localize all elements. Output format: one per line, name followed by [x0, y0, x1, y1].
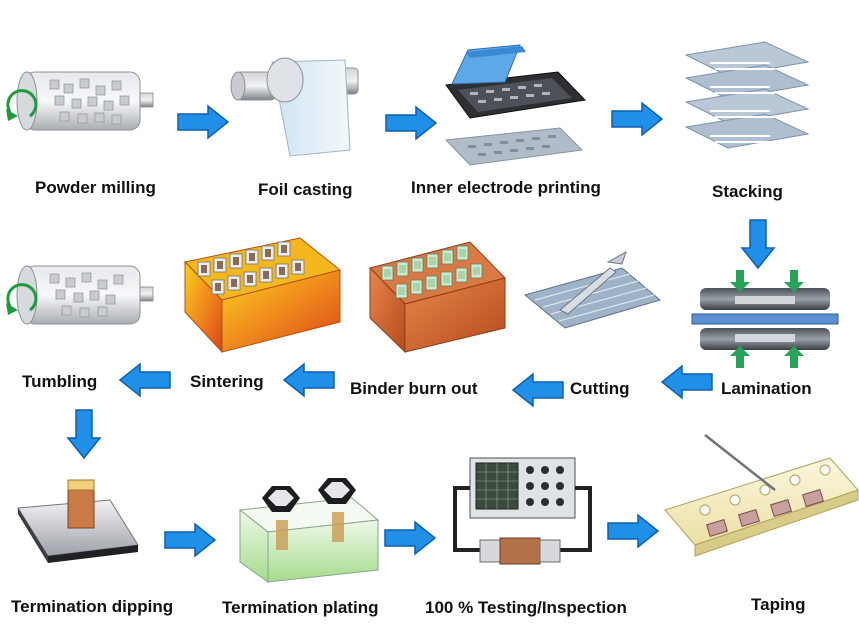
- label-termination-plating: Termination plating: [222, 598, 379, 617]
- stacked-sheets-icon: [684, 41, 810, 149]
- arrow-left-icon: [283, 363, 335, 397]
- label-taping: Taping: [751, 595, 806, 614]
- label-inner-electrode-printing: Inner electrode printing: [411, 178, 601, 197]
- arrow-right-icon: [384, 521, 436, 555]
- binder-burn-out-tray-icon: [369, 241, 506, 354]
- oscilloscope-tester-icon: [453, 457, 592, 565]
- arrow-down-icon: [741, 219, 775, 269]
- label-sintering: Sintering: [190, 372, 264, 391]
- arrow-left-icon: [119, 363, 171, 397]
- powder-milling-drum-icon: [6, 71, 154, 131]
- label-stacking: Stacking: [712, 182, 783, 201]
- label-tumbling: Tumbling: [22, 372, 98, 391]
- foil-casting-roller-icon: [230, 57, 359, 157]
- arrow-right-icon: [385, 106, 437, 140]
- cutting-blade-icon: [523, 250, 662, 329]
- plating-bath-icon: [238, 478, 380, 583]
- screen-printer-icon: [444, 44, 587, 166]
- termination-dipping-plate-icon: [17, 479, 139, 563]
- arrow-right-icon: [607, 514, 659, 548]
- carrier-tape-icon: [664, 434, 859, 557]
- arrow-down-icon: [67, 409, 101, 459]
- lamination-press-icon: [691, 270, 839, 368]
- arrow-right-icon: [177, 105, 229, 139]
- label-termination-dipping: Termination dipping: [11, 597, 174, 616]
- label-cutting: Cutting: [570, 379, 630, 398]
- label-binder-burn-out: Binder burn out: [350, 379, 478, 398]
- label-foil-casting: Foil casting: [258, 180, 353, 199]
- arrow-right-icon: [164, 523, 216, 557]
- tumbling-drum-icon: [6, 265, 154, 325]
- label-powder-milling: Powder milling: [35, 178, 156, 197]
- arrow-left-icon: [512, 373, 564, 407]
- arrow-right-icon: [611, 102, 663, 136]
- label-testing-inspection: 100 % Testing/Inspection: [425, 598, 627, 617]
- label-lamination: Lamination: [721, 379, 812, 398]
- arrow-left-icon: [661, 365, 713, 399]
- sintering-kiln-icon: [184, 237, 342, 354]
